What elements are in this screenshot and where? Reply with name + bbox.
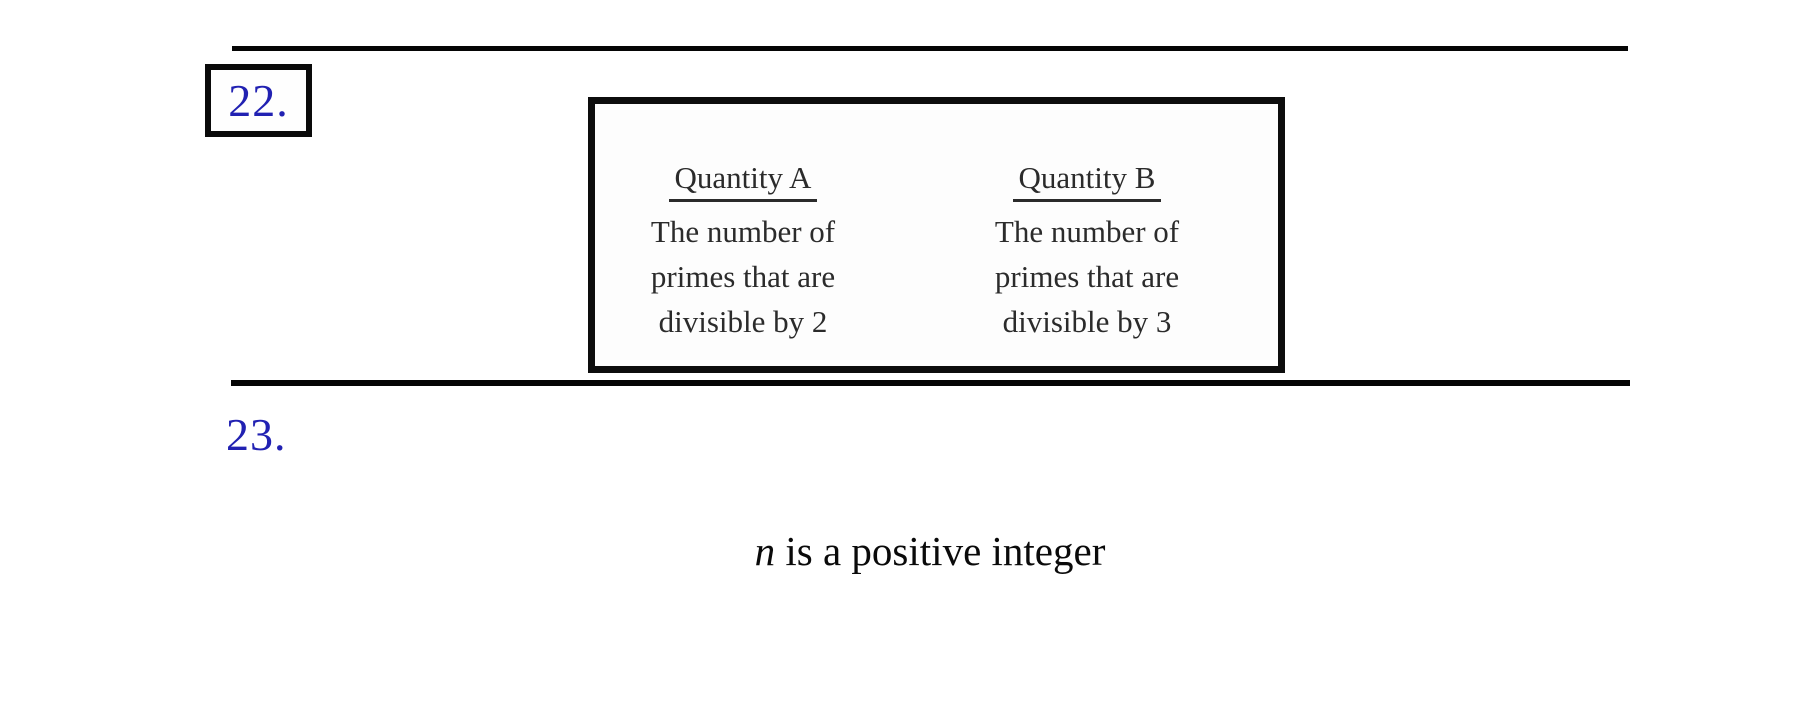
- question-23-constraint-text: n is a positive integer: [232, 528, 1628, 575]
- quantity-a-header: Quantity A: [668, 161, 818, 202]
- quantity-comparison-box: Quantity A The number of primes that are…: [588, 97, 1285, 373]
- question-23-number[interactable]: 23.: [226, 409, 287, 460]
- quantity-b-header: Quantity B: [1012, 161, 1162, 202]
- bottom-divider-line: [231, 380, 1630, 386]
- quantity-b-column: Quantity B The number of primes that are…: [939, 160, 1235, 344]
- quantity-a-line-1: The number of: [650, 214, 836, 249]
- question-22-number-box[interactable]: 22.: [205, 64, 312, 137]
- quantity-b-line-1: The number of: [994, 214, 1180, 249]
- quantity-a-column: Quantity A The number of primes that are…: [595, 160, 891, 344]
- quantity-b-line-3: divisible by 3: [1002, 304, 1172, 339]
- variable-n: n: [754, 528, 776, 574]
- top-divider-line: [232, 46, 1628, 51]
- question-22-number[interactable]: 22.: [228, 74, 289, 126]
- quantity-a-line-3: divisible by 2: [658, 304, 828, 339]
- constraint-statement: is a positive integer: [775, 528, 1106, 574]
- quantity-a-line-2: primes that are: [650, 259, 836, 294]
- quantity-b-line-2: primes that are: [994, 259, 1180, 294]
